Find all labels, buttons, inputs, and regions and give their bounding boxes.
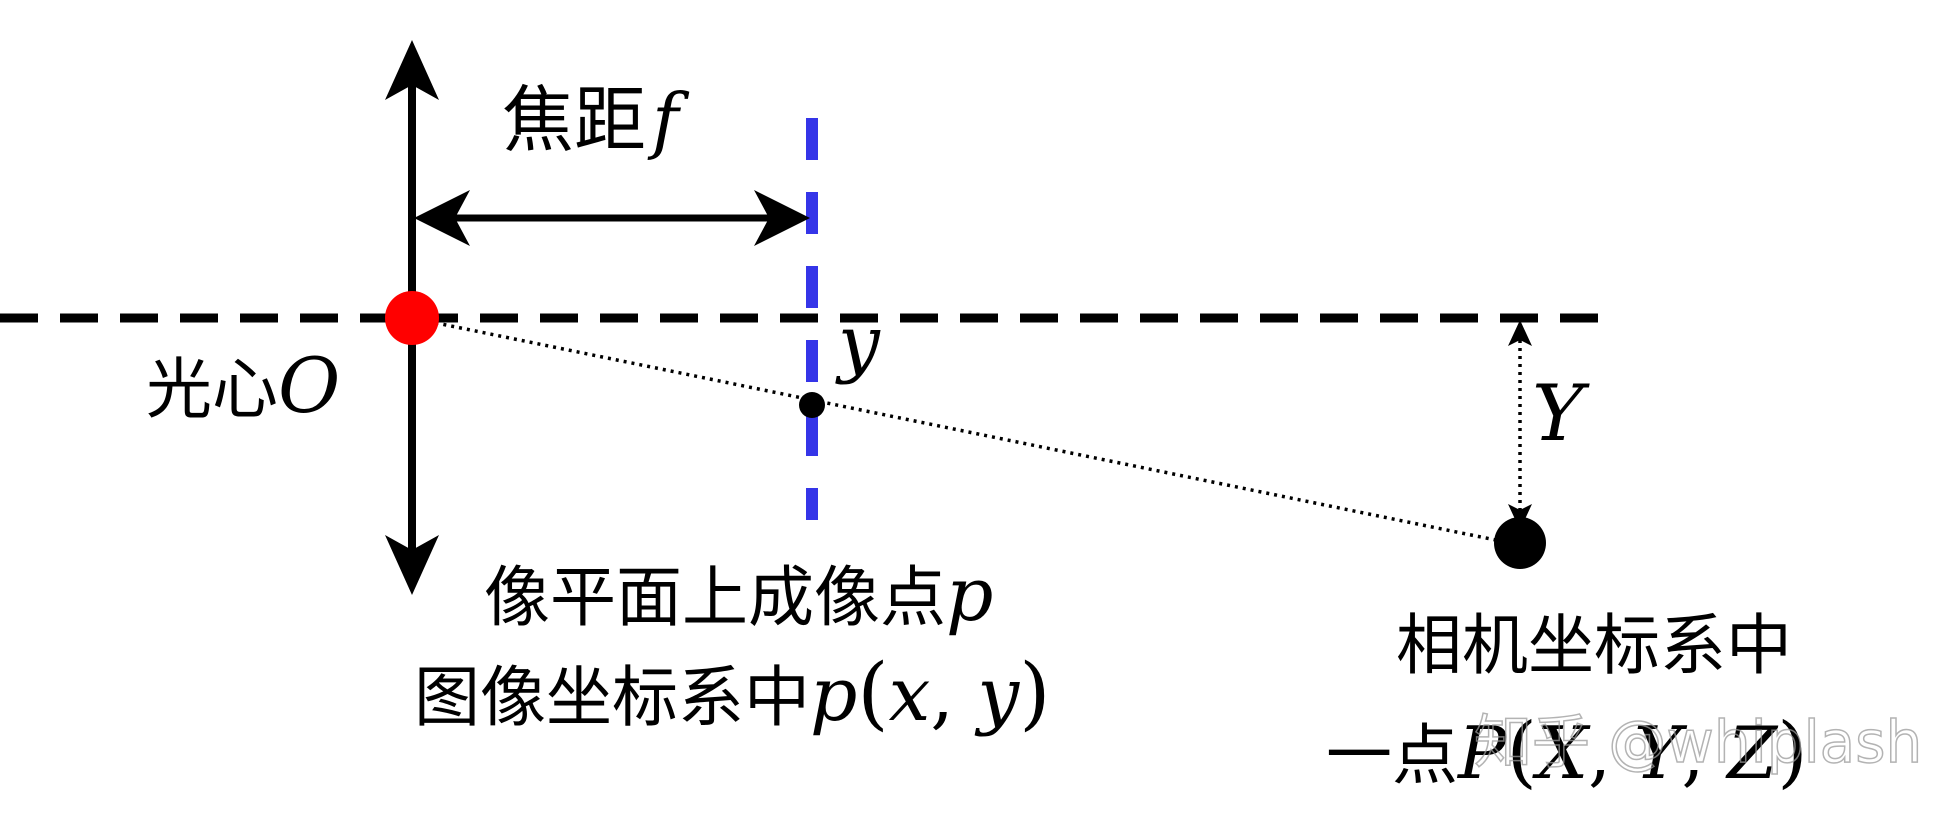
optical-center-label: 光心O <box>146 341 340 430</box>
world-point-caption-line2: 一点P(X, Y, Z) <box>1326 707 1808 797</box>
focal-length-label: 焦距f <box>502 78 690 162</box>
world-Y-arrow-up <box>1508 320 1532 346</box>
projection-ray <box>411 316 1521 547</box>
watermark: 知乎 @whiplash <box>1474 708 1922 776</box>
lens-axis-arrow-down <box>385 535 439 595</box>
lens-axis-arrow-up <box>385 40 439 100</box>
world-point-dot <box>1494 517 1546 569</box>
focal-length-arrow-left <box>414 190 470 246</box>
world-Y-label: Y <box>1532 369 1590 459</box>
image-y-label: y <box>835 300 881 386</box>
image-point-dot <box>799 392 825 418</box>
image-point-caption-line2: 图像坐标系中p(x, y) <box>414 646 1050 739</box>
world-point-caption-line1: 相机坐标系中 <box>1396 607 1792 684</box>
image-point-caption-line1: 像平面上成像点p <box>484 552 993 638</box>
optical-center-dot <box>385 291 439 345</box>
focal-length-arrow-right <box>754 190 810 246</box>
